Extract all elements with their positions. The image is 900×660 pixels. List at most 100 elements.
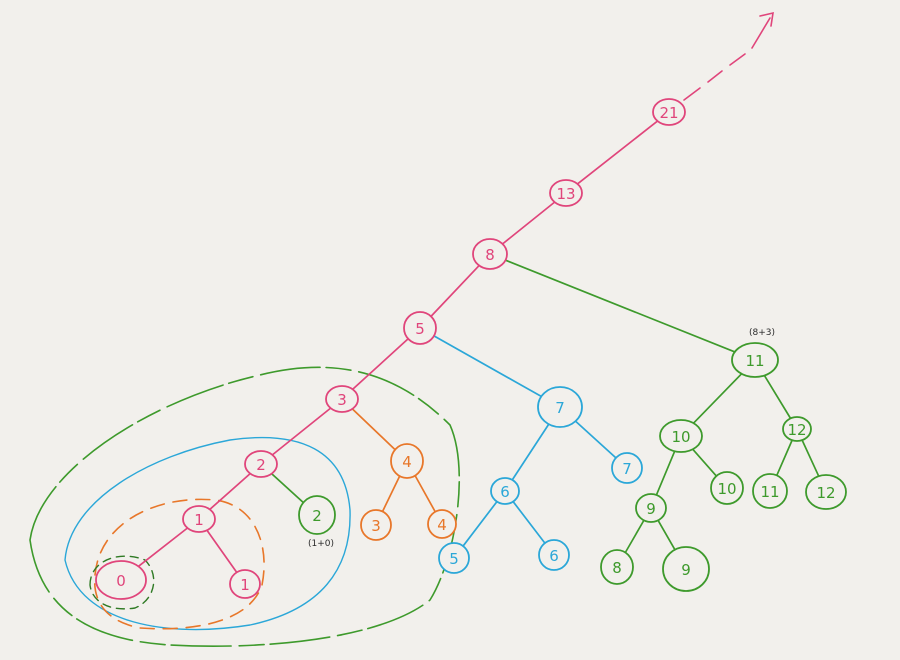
edge-n7a-n6a	[511, 422, 550, 481]
node-label: 7	[622, 460, 632, 478]
edge-n10a-n9a	[655, 449, 676, 496]
node-label: 10	[717, 480, 736, 498]
node-label: 21	[659, 104, 678, 122]
node-n9a: 9	[635, 493, 667, 523]
edge-n6a-n6b	[512, 500, 546, 544]
edge-n3-n5	[350, 337, 410, 392]
node-circle	[805, 474, 847, 510]
node-n11b: 11	[752, 473, 788, 509]
node-circle	[600, 549, 634, 585]
node-n3b: 3	[360, 509, 392, 541]
node-circle	[662, 546, 710, 592]
node-n7b: 7	[611, 452, 643, 484]
node-circle	[611, 452, 643, 484]
blue-group-outline	[64, 436, 351, 631]
annotation-8-plus-3: (8+3)	[749, 328, 775, 338]
node-n11a: 11	[731, 342, 779, 378]
node-n13: 13	[549, 179, 583, 207]
edge-n5-n8	[430, 264, 481, 318]
node-circle	[403, 311, 437, 345]
node-label: 0	[116, 572, 126, 590]
edge-n1a-n1b	[205, 528, 238, 574]
edge-n1a-n2a	[207, 471, 253, 512]
node-circle	[549, 179, 583, 207]
edge-n3-n4a	[350, 407, 397, 451]
node-label: 4	[437, 516, 447, 534]
node-n2b: 2	[298, 495, 336, 535]
node-label: 11	[745, 352, 764, 370]
node-label: 1	[194, 511, 204, 529]
edge-n2a-n2b	[269, 471, 305, 504]
node-label: 13	[556, 185, 575, 203]
node-label: 3	[337, 391, 347, 409]
edge-n4a-n3b	[381, 474, 401, 513]
node-n21: 21	[652, 98, 686, 126]
edge-n2a-n3	[270, 406, 333, 457]
node-label: 5	[415, 320, 425, 338]
node-n4b: 4	[427, 509, 457, 539]
node-circle	[182, 505, 216, 533]
edge-n8-n11a	[503, 258, 741, 355]
node-circle	[731, 342, 779, 378]
grouping-outlines	[29, 366, 460, 647]
node-label: 2	[256, 456, 266, 474]
green-group-outline	[29, 366, 460, 647]
tree-edges	[135, 119, 820, 574]
node-label: 8	[485, 246, 495, 264]
node-circle	[298, 495, 336, 535]
node-circle	[95, 560, 147, 600]
node-circle	[229, 569, 261, 599]
node-n10a: 10	[659, 419, 703, 453]
edge-n6a-n5b	[462, 500, 498, 547]
edge-n7a-n7b	[573, 419, 617, 459]
node-circle	[472, 238, 508, 270]
node-label: 10	[671, 428, 690, 446]
node-circle	[752, 473, 788, 509]
dark-green-base-outline	[89, 555, 155, 610]
node-n4a: 4	[390, 443, 424, 479]
node-circle	[427, 509, 457, 539]
node-label: 4	[402, 453, 412, 471]
node-label: 5	[449, 550, 459, 568]
node-label: 12	[787, 421, 806, 439]
node-n7a: 7	[537, 386, 583, 428]
continuation-arrow	[683, 11, 774, 101]
node-n12b: 12	[805, 474, 847, 510]
node-n3: 3	[325, 385, 359, 413]
node-n10b: 10	[710, 471, 744, 505]
node-n1a: 1	[182, 505, 216, 533]
node-label: 2	[312, 507, 322, 525]
node-n6b: 6	[538, 539, 570, 571]
node-n2a: 2	[244, 450, 278, 478]
node-label: 3	[371, 517, 381, 535]
node-circle	[390, 443, 424, 479]
edge-n12a-n12b	[801, 439, 820, 478]
node-n9b: 9	[662, 546, 710, 592]
edge-n13-n21	[575, 119, 660, 186]
node-circle	[538, 539, 570, 571]
annotation-1-plus-0: (1+0)	[308, 539, 334, 549]
node-n8: 8	[472, 238, 508, 270]
edge-n10a-n10b	[690, 447, 718, 477]
node-label: 1	[240, 576, 250, 594]
node-label: 7	[555, 399, 565, 417]
node-label: 6	[500, 483, 510, 501]
node-n6a: 6	[490, 477, 520, 505]
node-circle	[710, 471, 744, 505]
node-n12a: 12	[782, 416, 812, 442]
node-circle	[438, 542, 470, 574]
node-circle	[659, 419, 703, 453]
node-circle	[360, 509, 392, 541]
node-label: 11	[760, 483, 779, 501]
edge-n4a-n4b	[413, 474, 437, 513]
node-circle	[325, 385, 359, 413]
edge-n9a-n8b	[624, 519, 645, 554]
edge-n11a-n10a	[691, 371, 744, 426]
node-label: 12	[816, 484, 835, 502]
edge-n12a-n11b	[775, 439, 794, 477]
node-label: 9	[681, 561, 691, 579]
node-n1b: 1	[229, 569, 261, 599]
orange-group-outline	[93, 498, 265, 630]
